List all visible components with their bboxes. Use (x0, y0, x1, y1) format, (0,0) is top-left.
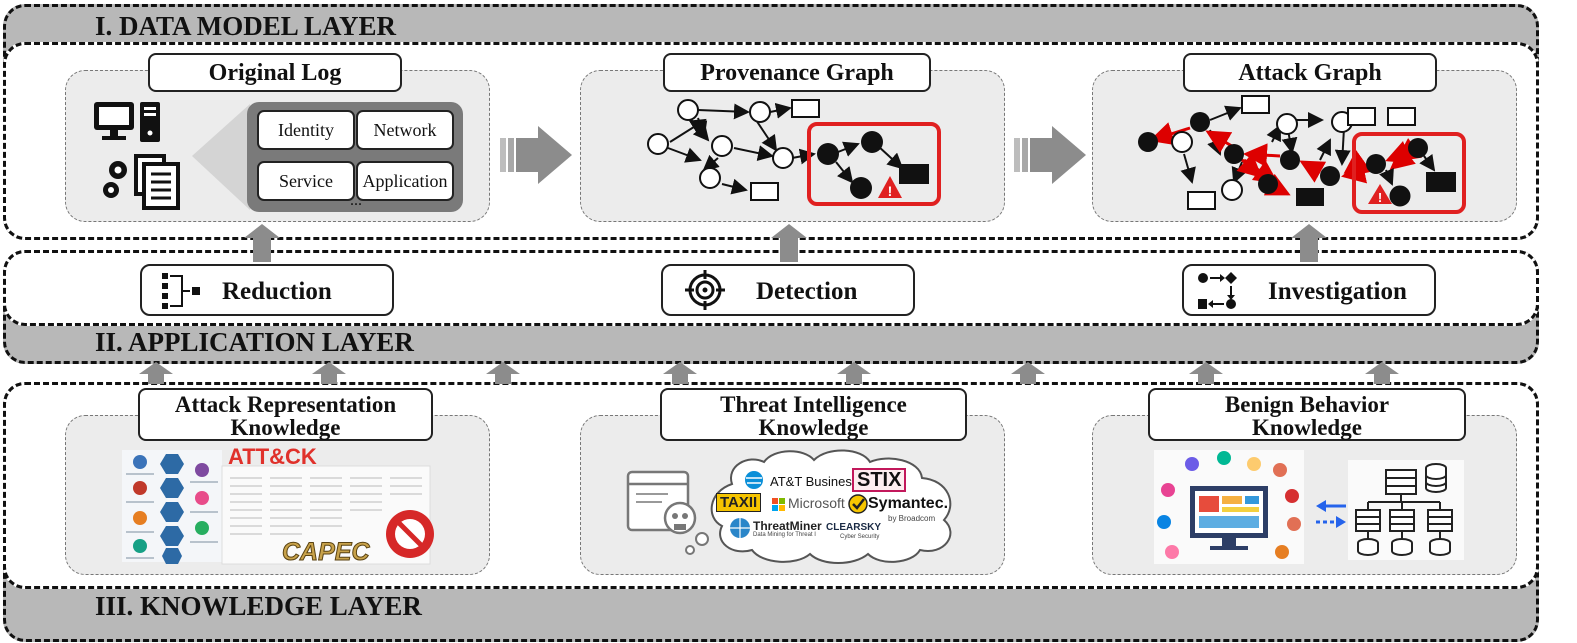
arrows-app-to-data (244, 224, 1327, 262)
log-card-more: ... (350, 192, 362, 209)
log-card-service: Service (257, 161, 355, 201)
reduction-label: Reduction (222, 278, 332, 305)
investigation-label: Investigation (1268, 278, 1407, 305)
arrow-right-log-to-provenance (500, 126, 572, 184)
reduction-button: Reduction (140, 264, 394, 316)
attack-representation-images (122, 450, 434, 565)
log-card-application: Application (356, 161, 454, 201)
benign-behavior-title-line2: Knowledge (1252, 415, 1362, 440)
microsoft-logo: Microsoft (788, 495, 845, 511)
provenance-graph-drawing: ! (647, 99, 941, 206)
investigation-button: Investigation (1182, 264, 1436, 316)
symantec-logo: Symantec. (868, 495, 949, 512)
threat-intelligence-title-line1: Threat Intelligence (720, 392, 907, 417)
taxii-logo: TAXII (716, 493, 762, 512)
investigation-flow-icon (1198, 272, 1237, 309)
detection-label: Detection (756, 278, 858, 305)
arrows-knowledge-to-app (139, 362, 1399, 384)
original-log-title: Original Log (148, 53, 402, 92)
threatminer-tagline: Data Mining for Threat I (753, 532, 816, 538)
threat-intelligence-title: Threat Intelligence Knowledge (660, 388, 967, 441)
clearsky-tagline: Cyber Security (840, 534, 880, 540)
log-card-identity: Identity (257, 110, 355, 150)
att-business-logo: AT&T Business (770, 474, 859, 489)
zoom-wedge (192, 104, 250, 210)
attack-representation-title-line2: Knowledge (230, 415, 341, 440)
attack-representation-title: Attack Representation Knowledge (138, 388, 433, 441)
target-icon (685, 270, 725, 310)
detection-button: Detection (661, 264, 915, 316)
computer-icon (94, 102, 160, 142)
capec-logo: CAPEC (282, 538, 371, 567)
attack-graph-drawing: ! (1138, 95, 1466, 214)
svg-text:!: ! (1378, 190, 1382, 205)
log-card-network: Network (356, 110, 454, 150)
provenance-graph-title: Provenance Graph (663, 53, 931, 92)
application-layer-title: II. APPLICATION LAYER (95, 327, 414, 357)
benign-behavior-title: Benign Behavior Knowledge (1148, 388, 1466, 441)
benign-behavior-title-line1: Benign Behavior (1224, 392, 1390, 417)
data-model-layer-title: I. DATA MODEL LAYER (95, 11, 397, 41)
reduction-icon (162, 273, 200, 309)
broadcom-logo: by Broadcom (888, 514, 936, 523)
attack-graph-title: Attack Graph (1183, 53, 1437, 92)
attack-representation-title-line1: Attack Representation (174, 392, 397, 417)
threatminer-logo: ThreatMiner (753, 519, 822, 533)
arrow-right-provenance-to-attack (1014, 126, 1086, 184)
svg-text:!: ! (888, 183, 893, 199)
threat-intelligence-title-line2: Knowledge (758, 415, 869, 440)
knowledge-layer-title: III. KNOWLEDGE LAYER (95, 591, 422, 621)
benign-behavior-illustration (1154, 450, 1464, 564)
attck-logo: ATT&CK (228, 444, 317, 469)
gears-documents-icon (103, 154, 180, 210)
clearsky-logo: CLEARSKY (826, 522, 882, 533)
stix-logo: STIX (852, 468, 907, 492)
